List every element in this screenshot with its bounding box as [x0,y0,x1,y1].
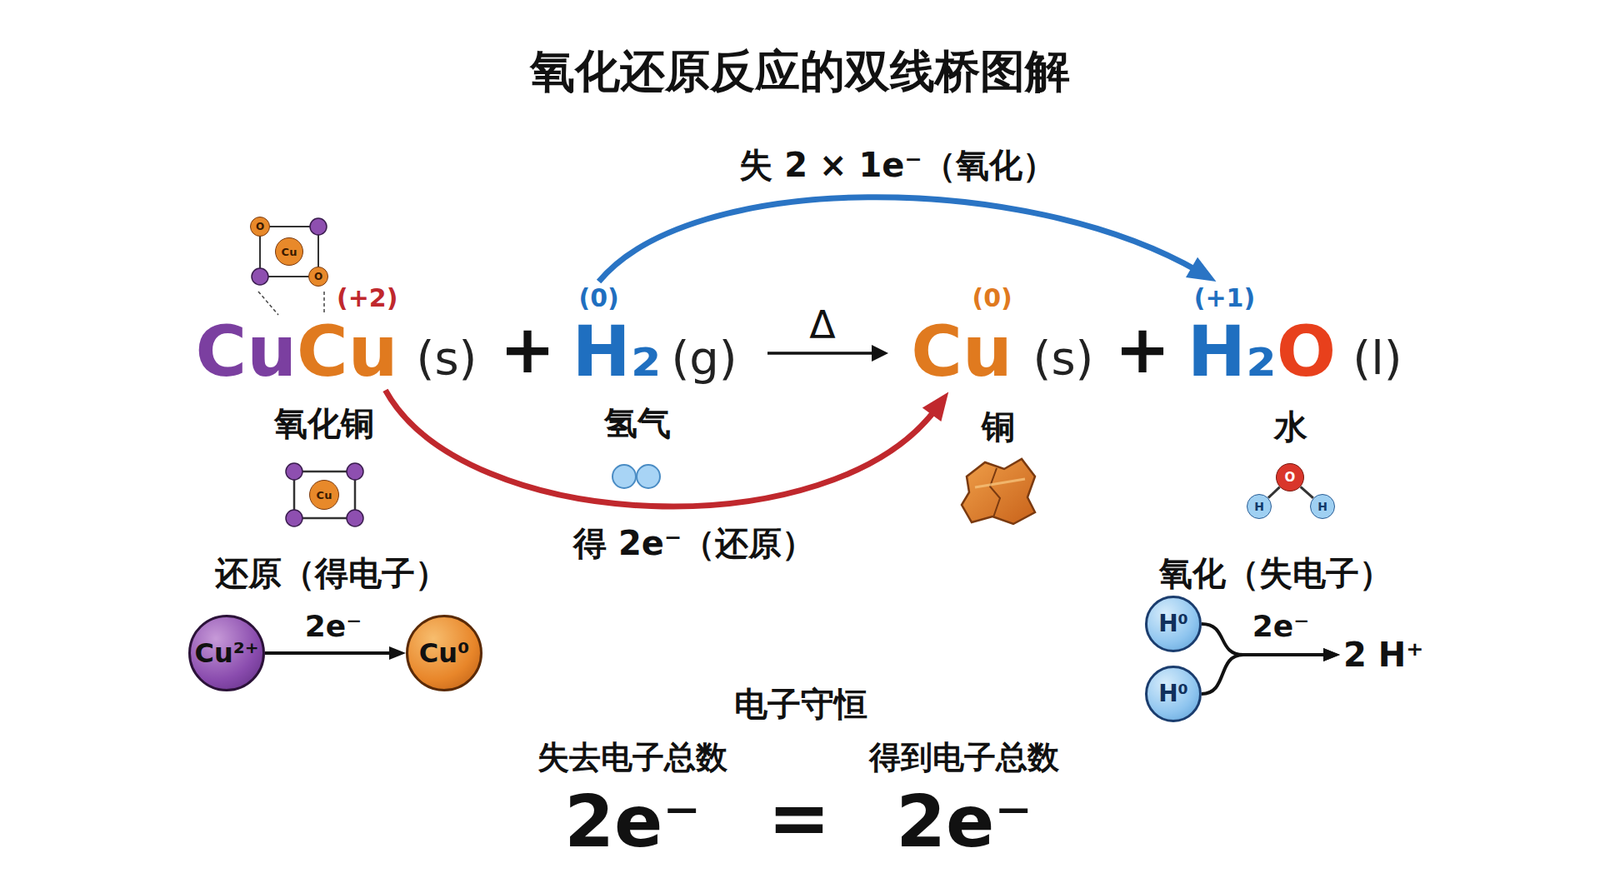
text-label: 氧化（失电子） [1159,554,1393,593]
atom-circle: O [1275,463,1305,492]
atom-circle: H [1310,494,1335,520]
arrowhead [922,391,949,422]
oxidation-state-row: (0) [571,283,661,314]
lattice-frame [260,226,319,277]
text-label: 氢气 [604,404,671,443]
atom-symbol: H⁰ [1158,612,1189,636]
formula-term: (+2)CuCu [195,283,399,390]
formula-row: Cu [910,313,1012,390]
atom-symbol: Cu [281,246,298,258]
lattice-atom [285,510,303,527]
atom-symbol: O [314,271,323,282]
formula-text: H₂ [571,310,661,393]
text-label: + [499,311,555,389]
oxidation-state: (+1) [1194,283,1255,313]
text-label: 2e⁻ [895,780,1033,864]
edge-label: 失 2 × 1e⁻（氧化） [735,145,1059,185]
connector [385,390,937,507]
formula-text: O [1276,310,1336,393]
formula-row: H₂ [571,313,661,390]
text-label: 铜 [981,407,1015,446]
atom-circle: Cu²⁺ [188,615,265,692]
arrowhead [389,646,406,660]
formula-text: Cu [910,310,1012,393]
lattice-atom [310,218,327,235]
edge-label: 2e⁻ [1249,609,1313,644]
copper-highlight [975,479,1025,488]
text-label: 还原（得电子） [215,554,449,593]
edge-label: 得 2e⁻（还原） [570,524,819,563]
atom-symbol: O [255,221,265,232]
oxidation-state-row: (+2) [195,283,399,314]
formula-row: H₂O [1187,313,1337,390]
hydrogen-atom [636,465,660,489]
text-label: 得到电子总数 [869,740,1060,777]
atom-circle: Cu [275,237,304,266]
oxidation-state-row: (+1) [1187,283,1337,314]
product-term: 2 H⁺ [1340,634,1427,676]
text-label: 2e⁻ [564,780,701,864]
lattice-atom [346,463,364,480]
reaction-arrow [767,351,875,355]
formula-term: (+1)H₂O [1187,283,1337,390]
atom-circle: O [250,216,270,237]
text-label: (l) [1352,331,1402,385]
lattice-atom [251,268,269,285]
text-label: 水 [1274,407,1308,446]
connector [599,197,1200,282]
text-label: (s) [1033,331,1095,385]
formula-row: CuCu [195,313,399,390]
hydrogen-atom [612,465,636,489]
lattice-frame [294,471,355,519]
arrowhead [1185,257,1216,282]
formula-text: Cu [296,310,398,393]
text-label: Δ [809,303,835,348]
text-label: 失去电子总数 [537,740,728,777]
atom-symbol: Cu⁰ [419,640,470,667]
atom-circle: O [308,266,329,287]
atom-symbol: Cu²⁺ [194,640,259,667]
arrowhead [1323,648,1340,662]
oxidation-state: (0) [971,283,1012,313]
formula-text: Cu [195,310,297,393]
text-label: = [767,775,830,862]
atom-circle: Cu [309,480,340,510]
formula-term: (0)Cu [910,283,1012,390]
text-label: 氧化铜 [274,404,375,443]
product-text: 2 H⁺ [1343,635,1424,675]
atom-symbol: H⁰ [1158,682,1189,706]
connector [1201,655,1329,695]
atom-symbol: H [1317,500,1328,513]
atom-symbol: Cu [316,490,333,501]
atom-circle: Cu⁰ [405,615,483,692]
text-label: (g) [670,331,737,385]
lattice-atom [346,510,364,527]
connector [1268,487,1280,499]
atom-circle: H⁰ [1145,595,1202,653]
oxidation-state: (0) [578,283,619,313]
lattice-atom [285,463,303,480]
oxidation-state: (+2) [336,283,398,313]
atom-symbol: H [1254,500,1265,513]
text-label: 电子守恒 [734,685,868,724]
edge-label: 2e⁻ [301,609,365,644]
arrowhead [1323,648,1340,662]
text-label: + [1114,311,1170,389]
atom-circle: H⁰ [1145,665,1202,723]
atom-circle: H [1246,494,1272,520]
formula-text: H₂ [1187,310,1277,393]
formula-term: (0)H₂ [571,283,661,390]
reaction-arrowhead [871,345,889,362]
connector [1300,486,1314,499]
oxidation-state-row: (0) [910,283,1012,314]
copper-chunk [961,459,1035,525]
text-label: (s) [416,331,478,385]
diagram-title: 氧化还原反应的双线桥图解 [530,45,1070,98]
copper-crack [990,468,1000,518]
connector [265,651,395,655]
atom-symbol: O [1285,471,1296,485]
